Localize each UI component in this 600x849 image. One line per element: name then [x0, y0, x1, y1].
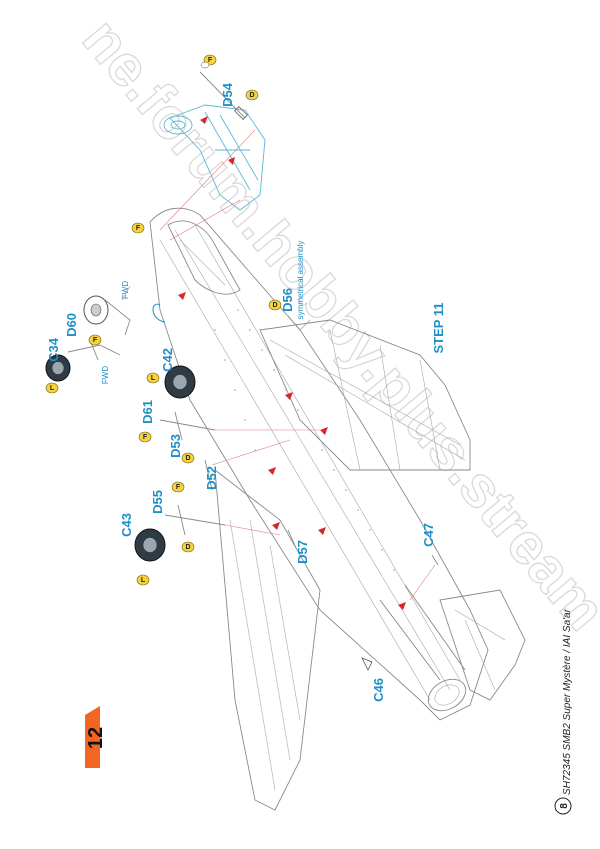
part-label-c34: C34 — [46, 337, 61, 362]
nose-gear-group: FWD D60 F FWD C34 L — [45, 281, 166, 394]
part-label-c43: C43 — [119, 513, 134, 537]
part-label-d57: D57 — [295, 540, 310, 564]
main-gear-left-group: D55 F D C43 L — [119, 481, 281, 586]
glue-marker-text: F — [143, 434, 148, 441]
part-label-c47: C47 — [421, 523, 436, 547]
glue-marker-text: F — [208, 57, 213, 64]
glue-marker-fuselage-f: F — [131, 222, 145, 234]
part-c47: C47 — [409, 523, 439, 601]
glue-marker-text: L — [141, 577, 146, 584]
page-step-number: 12 — [85, 727, 107, 749]
glue-marker-text: D — [185, 455, 190, 462]
glue-marker-text: L — [50, 385, 55, 392]
part-d57: D57 — [287, 529, 310, 564]
glue-marker-text: D — [272, 302, 277, 309]
fwd-note-upper: FWD — [121, 281, 130, 299]
main-gear-right-group: C42 L D61 F D53 D D52 — [138, 348, 320, 491]
glue-marker-text: F — [136, 225, 141, 232]
glue-marker-text: D — [185, 544, 190, 551]
part-label-d60: D60 — [64, 313, 79, 337]
footer: 8 SH72345 SMB2 Super Mystère / IAI Sa'ar — [554, 608, 573, 815]
glue-marker-d54-f: F — [200, 54, 217, 69]
sheet-number: 8 — [559, 803, 570, 809]
part-label-d61: D61 — [140, 400, 155, 424]
step-number-tab: 12 — [85, 706, 107, 768]
symmetrical-note: symmetrical assembly — [296, 241, 305, 320]
part-label-d54: D54 — [220, 82, 235, 107]
step-title: STEP 11 — [431, 302, 446, 353]
red-arrow-markers — [178, 116, 406, 610]
part-label-d56: D56 — [280, 288, 295, 312]
glue-marker-text: F — [176, 484, 181, 491]
airbrake-subassembly — [159, 104, 266, 241]
part-d54-drawing: D54 — [199, 71, 249, 121]
footer-caption: SH72345 SMB2 Super Mystère / IAI Sa'ar — [562, 608, 573, 795]
part-label-d53: D53 — [168, 434, 183, 458]
part-d56: D D56 symmetrical assembly — [268, 241, 311, 331]
part-label-d52: D52 — [204, 466, 219, 490]
fuselage-drawing — [149, 207, 526, 811]
part-c46: C46 — [361, 657, 386, 702]
part-label-c46: C46 — [371, 678, 386, 702]
part-label-d55: D55 — [150, 490, 165, 514]
part-label-c42: C42 — [160, 348, 175, 372]
glue-marker-d54-d: D — [245, 89, 259, 101]
fwd-note-lower: FWD — [101, 366, 110, 384]
glue-marker-text: L — [151, 375, 156, 382]
glue-marker-text: D — [249, 92, 254, 99]
glue-marker-text: F — [93, 337, 98, 344]
